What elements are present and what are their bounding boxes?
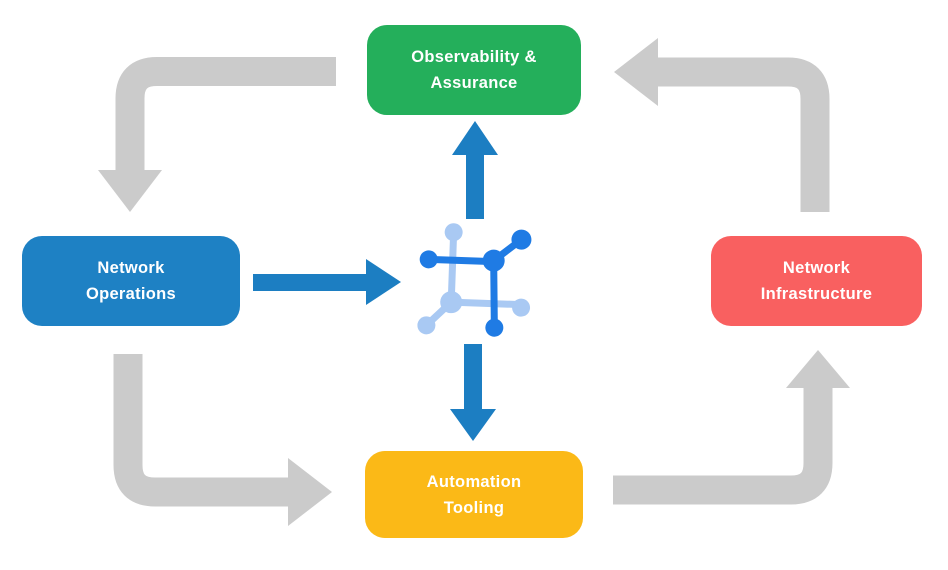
mesh-node-bottom-left	[417, 316, 436, 335]
arrowhead-right-icon	[366, 259, 401, 305]
arrow-observability-to-operations	[98, 57, 336, 212]
arrow-center-to-observability	[452, 121, 498, 219]
arrow-center-to-automation	[450, 344, 496, 441]
node-observability-assurance: Observability & Assurance	[367, 25, 581, 115]
node-network-infrastructure-label: Network Infrastructure	[760, 259, 873, 303]
mesh-node-right	[512, 298, 531, 317]
arrow-operations-to-automation	[113, 354, 332, 526]
arrow-infrastructure-to-observability	[614, 38, 830, 212]
arrowhead-up-icon	[452, 121, 498, 155]
node-network-operations: Network Operations	[22, 236, 240, 326]
node-observability-assurance-label: Observability & Assurance	[411, 48, 537, 92]
node-network-infrastructure: Network Infrastructure	[711, 236, 922, 326]
arrowhead-left-icon	[614, 38, 658, 106]
mesh-node-left	[419, 250, 438, 269]
node-automation-tooling-label: Automation Tooling	[426, 472, 522, 517]
arrow-operations-to-center	[253, 259, 401, 305]
network-mesh-icon	[417, 223, 532, 337]
mesh-node-top	[444, 223, 463, 242]
mesh-junction-dark	[482, 249, 505, 272]
arrowhead-down-icon	[98, 170, 162, 212]
arrowhead-down-icon	[450, 409, 496, 441]
mesh-node-bottom	[485, 318, 504, 337]
arrowhead-up-icon	[786, 350, 850, 388]
node-automation-tooling: Automation Tooling	[365, 451, 583, 538]
arrowhead-right-icon	[288, 458, 332, 526]
mesh-junction-light	[440, 291, 463, 314]
node-network-operations-label: Network Operations	[85, 259, 177, 303]
mesh-node-top-right	[511, 229, 532, 250]
arrow-automation-to-infrastructure	[613, 350, 850, 505]
